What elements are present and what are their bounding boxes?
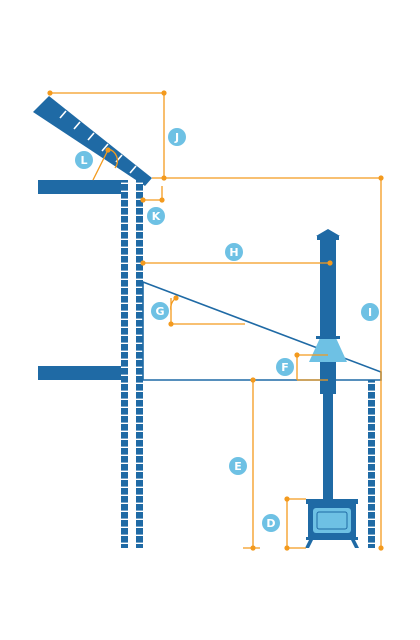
svg-text:G: G (155, 305, 164, 318)
dimension-endpoints (47, 90, 384, 551)
flue-cap (317, 236, 339, 240)
label-h: H (225, 243, 243, 261)
svg-text:E: E (234, 460, 242, 473)
label-l: L (75, 151, 93, 169)
roof-slope (33, 96, 152, 186)
flue-system (309, 229, 347, 500)
svg-text:H: H (229, 246, 238, 259)
flue-pipe-upper (320, 240, 336, 340)
label-g: G (151, 302, 169, 320)
roof-pitch (33, 96, 152, 186)
outer-wall-right (136, 180, 143, 548)
lower-floor-slab (38, 366, 124, 380)
outer-wall-left (121, 180, 128, 548)
label-k: K (147, 207, 165, 225)
extension-wall (368, 378, 375, 548)
svg-text:L: L (80, 154, 87, 167)
stove-legs (305, 540, 359, 548)
svg-text:K: K (152, 210, 161, 223)
label-d: D (262, 514, 280, 532)
stove-window (313, 508, 351, 533)
flue-pipe-lower (320, 362, 336, 394)
label-i: I (361, 303, 379, 321)
stove-base (306, 537, 358, 540)
storm-collar (316, 336, 340, 339)
label-j: J (168, 128, 186, 146)
extension-roof-outline (142, 280, 382, 381)
stove-window-frame (316, 511, 348, 530)
wood-burning-stove-icon (305, 499, 359, 548)
label-f: F (276, 358, 294, 376)
stove-top-plate (306, 499, 358, 504)
extension-roof (142, 280, 382, 381)
upper-floor-slab (38, 180, 124, 194)
dimension-labels: J L K H G I F E (75, 128, 379, 532)
label-e: E (229, 457, 247, 475)
roof-flashing (309, 338, 347, 362)
svg-text:F: F (281, 361, 289, 374)
svg-text:I: I (368, 306, 372, 319)
flue-connector (323, 394, 333, 500)
svg-text:J: J (174, 131, 179, 144)
svg-text:D: D (266, 517, 275, 530)
chimney-cowl-icon (316, 229, 340, 236)
